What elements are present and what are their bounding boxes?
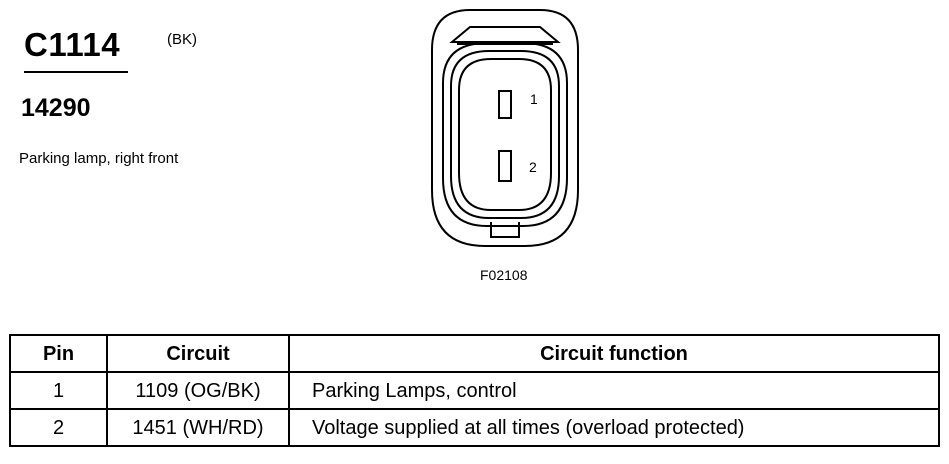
cell-circuit-function: Parking Lamps, control xyxy=(288,371,940,410)
pin-terminal-2 xyxy=(498,150,512,182)
connector-face-drawing: 1 2 xyxy=(431,9,579,247)
part-number: 14290 xyxy=(21,94,91,122)
pin-label-1: 1 xyxy=(530,91,538,107)
connector-color: (BK) xyxy=(167,31,197,48)
connector-locking-tab xyxy=(449,26,561,43)
cell-pin: 2 xyxy=(9,408,108,447)
figure-id: F02108 xyxy=(480,267,528,283)
column-header-circuit-function: Circuit function xyxy=(288,334,940,373)
column-header-pin: Pin xyxy=(9,334,108,373)
table-header-row: Pin Circuit Circuit function xyxy=(9,334,940,373)
table-row: 1 1109 (OG/BK) Parking Lamps, control xyxy=(9,371,940,410)
pin-table: Pin Circuit Circuit function 1 1109 (OG/… xyxy=(9,334,940,447)
table-row: 2 1451 (WH/RD) Voltage supplied at all t… xyxy=(9,408,940,447)
connector-outer-housing xyxy=(431,9,579,247)
connector-description: Parking lamp, right front xyxy=(19,150,179,167)
connector-seal-inner xyxy=(450,50,560,219)
connector-id-underline xyxy=(24,71,128,73)
column-header-circuit: Circuit xyxy=(106,334,290,373)
connector-keyway-notch xyxy=(490,222,520,238)
connector-id: C1114 xyxy=(24,26,121,63)
cell-circuit: 1109 (OG/BK) xyxy=(106,371,290,410)
pin-label-2: 2 xyxy=(529,159,537,175)
cell-circuit: 1451 (WH/RD) xyxy=(106,408,290,447)
cell-pin: 1 xyxy=(9,371,108,410)
connector-seal-outer xyxy=(442,42,568,227)
connector-cavity xyxy=(458,58,552,211)
pin-terminal-1 xyxy=(498,90,512,119)
cell-circuit-function: Voltage supplied at all times (overload … xyxy=(288,408,940,447)
